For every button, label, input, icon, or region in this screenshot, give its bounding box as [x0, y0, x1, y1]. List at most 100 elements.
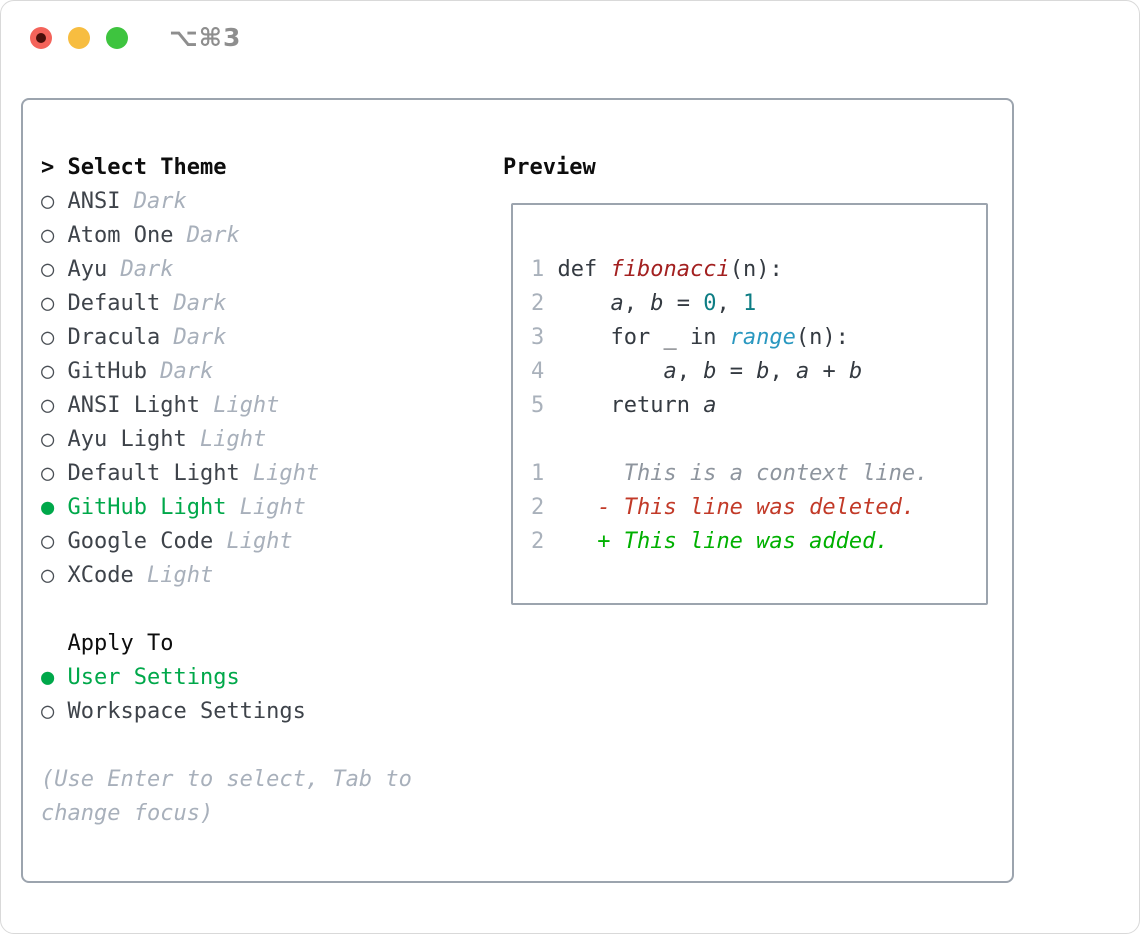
code-segment: 4 — [531, 359, 545, 384]
radio-icon: ○ — [41, 393, 68, 418]
theme-name: Ayu — [67, 257, 108, 282]
theme-option-default[interactable]: ○ Default Dark — [41, 287, 412, 321]
blank-line — [531, 423, 986, 457]
code-line-1: 1 def fibonacci(n): — [531, 253, 986, 287]
theme-option-dracula[interactable]: ○ Dracula Dark — [41, 321, 412, 355]
diff-added-line: 2 + This line was added. — [531, 525, 986, 559]
radio-icon: ○ — [41, 257, 68, 282]
radio-icon: ○ — [41, 291, 68, 316]
radio-selected-icon: ● — [41, 495, 68, 520]
diff-deleted-line: 2 - This line was deleted. — [531, 491, 986, 525]
main-panel: > Select Theme ○ ANSI Dark○ Atom One Dar… — [21, 98, 1014, 883]
theme-option-github[interactable]: ○ GitHub Dark — [41, 355, 412, 389]
theme-name: GitHub Light — [67, 495, 227, 520]
code-segment: , — [769, 359, 796, 384]
code-segment: a — [795, 359, 810, 384]
theme-variant-label: Dark — [107, 257, 174, 282]
code-segment: - This line was deleted. — [597, 495, 916, 520]
preview-column: Preview 1 def fibonacci(n):2 a, b = 0, 1… — [503, 151, 988, 605]
code-segment: (n): — [729, 257, 783, 282]
zoom-button[interactable] — [106, 27, 128, 49]
theme-option-ayu[interactable]: ○ Ayu Dark — [41, 253, 412, 287]
theme-option-github-light[interactable]: ● GitHub Light Light — [41, 491, 412, 525]
theme-variant-label: Light — [239, 461, 320, 486]
theme-list-title: Select Theme — [67, 155, 227, 180]
code-line-2: 2 a, b = 0, 1 — [531, 287, 986, 321]
header-caret-icon: > — [41, 155, 55, 180]
theme-name: Default Light — [67, 461, 240, 486]
apply-option-label: User Settings — [67, 665, 240, 690]
theme-list: ○ ANSI Dark○ Atom One Dark○ Ayu Dark○ De… — [41, 185, 412, 593]
theme-option-google-code[interactable]: ○ Google Code Light — [41, 525, 412, 559]
code-segment: a — [663, 359, 677, 384]
code-segment: 1 — [742, 291, 757, 316]
code-segment: , — [676, 359, 704, 384]
theme-option-default-light[interactable]: ○ Default Light Light — [41, 457, 412, 491]
theme-variant-label: Light — [186, 427, 267, 452]
apply-option-user-settings[interactable]: ● User Settings — [41, 661, 412, 695]
code-segment — [544, 495, 597, 520]
apply-option-workspace-settings[interactable]: ○ Workspace Settings — [41, 695, 412, 729]
theme-name: Atom One — [67, 223, 174, 248]
radio-icon: ○ — [41, 189, 68, 214]
code-segment: + — [809, 359, 849, 384]
theme-name: Ayu Light — [67, 427, 187, 452]
radio-icon: ○ — [41, 699, 68, 724]
radio-icon: ○ — [41, 359, 68, 384]
code-segment: b — [756, 359, 770, 384]
code-segment: for _ in — [544, 325, 730, 350]
code-segment: fibonacci — [610, 257, 730, 282]
code-segment: , — [623, 291, 651, 316]
theme-option-ansi-light[interactable]: ○ ANSI Light Light — [41, 389, 412, 423]
radio-icon: ○ — [41, 563, 68, 588]
theme-option-xcode[interactable]: ○ XCode Light — [41, 559, 412, 593]
close-button-dot — [36, 33, 46, 43]
close-button[interactable] — [30, 27, 52, 49]
code-segment: 5 — [531, 393, 545, 418]
apply-to-header: Apply To — [41, 627, 412, 661]
radio-selected-icon: ● — [41, 665, 68, 690]
radio-icon: ○ — [41, 427, 68, 452]
theme-name: Default — [67, 291, 161, 316]
apply-to-options: ● User Settings○ Workspace Settings — [41, 661, 412, 729]
code-segment — [544, 291, 610, 316]
theme-name: ANSI Light — [67, 393, 200, 418]
help-text-line: change focus) — [41, 801, 214, 826]
code-line-5: 5 return a — [531, 389, 986, 423]
code-segment: b — [848, 359, 863, 384]
theme-variant-label: Dark — [173, 223, 240, 248]
titlebar: ⌥⌘3 — [1, 1, 1139, 76]
code-segment: a — [703, 393, 717, 418]
theme-variant-label: Dark — [120, 189, 187, 214]
preview-header: Preview — [503, 151, 596, 185]
theme-option-ayu-light[interactable]: ○ Ayu Light Light — [41, 423, 412, 457]
code-segment: return — [544, 393, 704, 418]
theme-option-atom-one[interactable]: ○ Atom One Dark — [41, 219, 412, 253]
theme-name: Google Code — [67, 529, 214, 554]
code-segment: This is a context line. — [623, 461, 929, 486]
code-segment: = — [716, 359, 757, 384]
help-text-line: (Use Enter to select, Tab to — [41, 767, 412, 792]
code-segment: b — [650, 291, 664, 316]
code-segment: + This line was added. — [597, 529, 889, 554]
radio-icon: ○ — [41, 529, 68, 554]
theme-variant-label: Dark — [160, 325, 227, 350]
code-segment: 0 — [703, 291, 717, 316]
window-shortcut-label: ⌥⌘3 — [169, 23, 242, 52]
code-line-3: 3 for _ in range(n): — [531, 321, 986, 355]
theme-name: XCode — [67, 563, 134, 588]
code-segment — [544, 529, 597, 554]
code-segment: (n): — [795, 325, 849, 350]
code-line-4: 4 a, b = b, a + b — [531, 355, 986, 389]
minimize-button[interactable] — [68, 27, 90, 49]
apply-option-label: Workspace Settings — [67, 699, 306, 724]
code-segment: 2 — [531, 529, 545, 554]
code-segment: 2 — [531, 495, 545, 520]
theme-variant-label: Dark — [146, 359, 214, 384]
help-text: (Use Enter to select, Tab to change focus… — [41, 763, 412, 831]
code-segment: 1 — [531, 257, 545, 282]
theme-option-ansi[interactable]: ○ ANSI Dark — [41, 185, 412, 219]
